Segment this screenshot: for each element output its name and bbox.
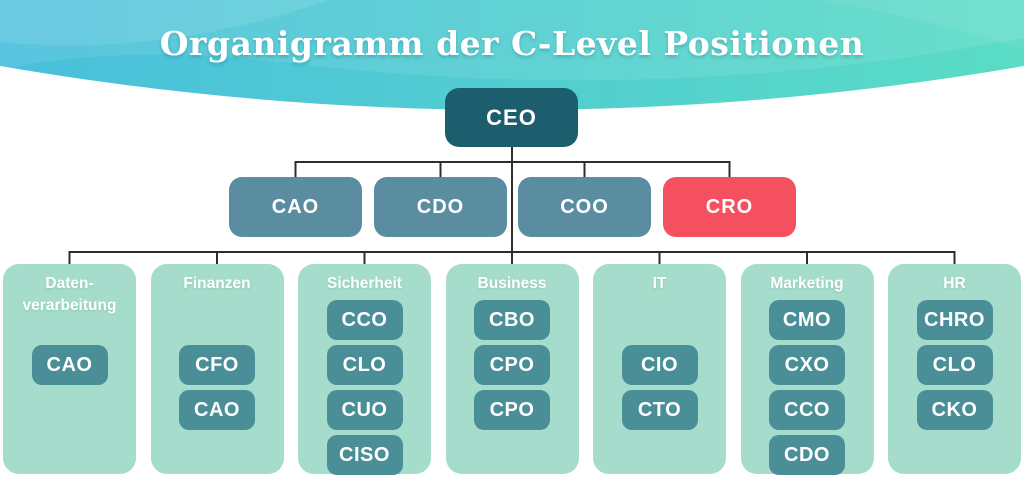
- department-title: Marketing: [770, 275, 844, 292]
- role-node-cpo: CPO: [474, 390, 550, 430]
- role-node-cxo: CXO: [769, 345, 845, 385]
- role-node-cmo: CMO: [769, 300, 845, 340]
- department-title: Finanzen: [183, 275, 251, 292]
- org-node-ceo: CEO: [445, 88, 578, 147]
- role-node-cfo: CFO: [179, 345, 255, 385]
- role-list: CFO CAO: [151, 345, 284, 435]
- role-list: CCO CLO CUO CISO: [298, 300, 431, 480]
- department-title: Daten-verarbeitung: [22, 275, 117, 314]
- role-list: CHRO CLO CKO: [888, 300, 1021, 435]
- role-node-clo: CLO: [916, 345, 993, 385]
- role-node-cao: CAO: [179, 390, 255, 430]
- page-title: Organigramm der C-Level Positionen: [159, 24, 865, 63]
- header-wave-graphic: [0, 0, 1024, 110]
- header-wave: Organigramm der C-Level Positionen: [0, 0, 1024, 132]
- org-node-cro: CRO: [663, 177, 796, 237]
- department-panel-hr: HR CHRO CLO CKO: [888, 264, 1021, 474]
- department-title: IT: [652, 275, 667, 292]
- department-panel-it: IT CIO CTO: [593, 264, 726, 474]
- department-title: Business: [477, 275, 547, 292]
- role-node-clo: CLO: [326, 345, 403, 385]
- role-node-cpo: CPO: [474, 345, 550, 385]
- role-node-ciso: CISO: [326, 435, 403, 475]
- role-node-cko: CKO: [916, 390, 993, 430]
- department-title: HR: [943, 275, 966, 292]
- role-node-cdo: CDO: [769, 435, 845, 475]
- role-node-chro: CHRO: [916, 300, 993, 340]
- role-list: CBO CPO CPO: [446, 300, 579, 435]
- role-list: CAO: [3, 345, 136, 390]
- role-list: CMO CXO CCO CDO: [741, 300, 874, 480]
- role-node-cco: CCO: [769, 390, 845, 430]
- role-node-cbo: CBO: [474, 300, 550, 340]
- department-title: Sicherheit: [327, 275, 402, 292]
- role-node-cao: CAO: [31, 345, 108, 385]
- role-node-cuo: CUO: [326, 390, 403, 430]
- org-node-coo: COO: [518, 177, 651, 237]
- role-node-cio: CIO: [621, 345, 698, 385]
- org-node-cdo: CDO: [374, 177, 507, 237]
- role-node-cco: CCO: [326, 300, 403, 340]
- role-node-cto: CTO: [621, 390, 698, 430]
- role-list: CIO CTO: [593, 345, 726, 435]
- org-node-cao: CAO: [229, 177, 362, 237]
